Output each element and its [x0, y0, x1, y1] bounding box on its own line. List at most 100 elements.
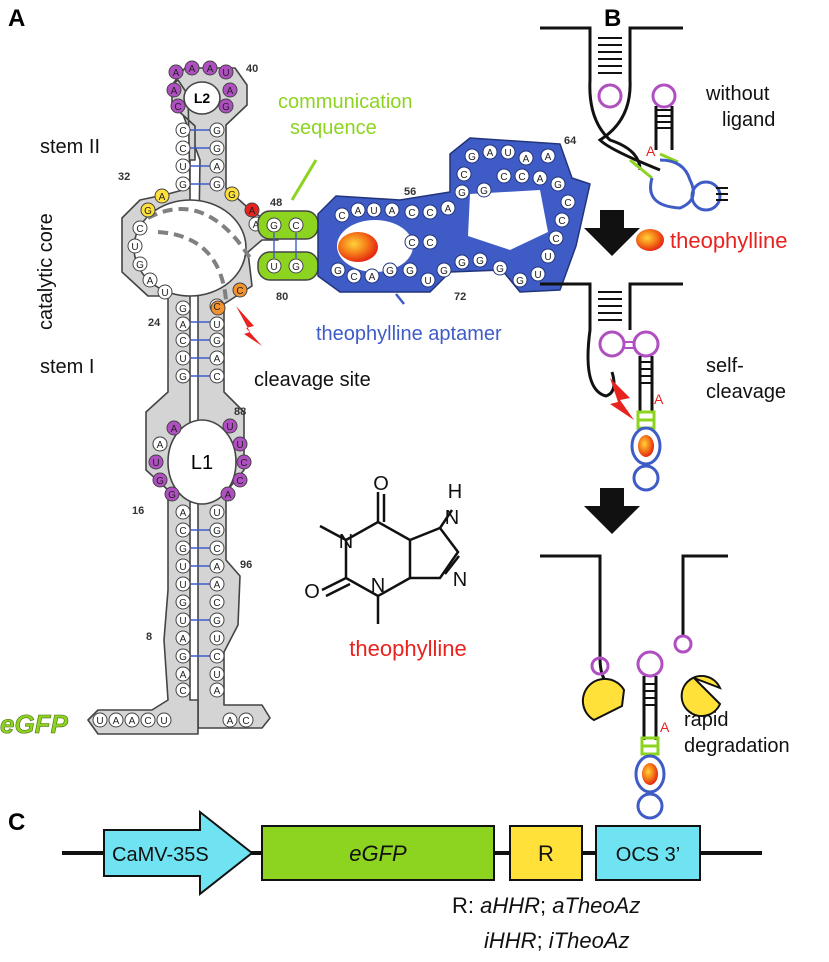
svg-text:A: A — [227, 86, 234, 97]
label-without-1: without — [705, 83, 770, 105]
ribozyme-legend-2: iHHR; iTheoAz — [484, 928, 630, 953]
svg-text:C: C — [426, 238, 433, 249]
svg-text:C: C — [179, 126, 186, 137]
svg-text:G: G — [179, 652, 187, 663]
svg-text:G: G — [144, 206, 152, 217]
atom-n-bottom: N — [371, 575, 385, 597]
svg-text:G: G — [458, 258, 466, 269]
svg-text:C: C — [242, 716, 249, 727]
promoter-arrow — [103, 809, 254, 897]
svg-text:G: G — [179, 304, 187, 315]
svg-text:U: U — [161, 288, 168, 299]
svg-text:G: G — [554, 180, 562, 191]
svg-text:A: A — [545, 152, 552, 163]
svg-text:A: A — [214, 162, 221, 173]
svg-text:U: U — [152, 458, 159, 469]
ribozyme-legend-1: R: aHHR; aTheoAz — [452, 893, 640, 918]
terminator-box — [595, 825, 701, 881]
svg-text:U: U — [179, 580, 186, 591]
label-cleavage-site: cleavage site — [254, 369, 371, 391]
svg-text:G: G — [222, 102, 230, 113]
label-catalytic-core: catalytic core — [35, 213, 57, 330]
svg-text:A: A — [445, 204, 452, 215]
svg-text:A: A — [214, 686, 221, 697]
arrow-down-icon-2 — [584, 488, 640, 534]
loop-l2 — [183, 81, 221, 115]
stem-base-pairs — [186, 129, 214, 657]
svg-text:C: C — [426, 208, 433, 219]
svg-text:C: C — [552, 234, 559, 245]
svg-text:G: G — [213, 180, 221, 191]
svg-text:U: U — [534, 270, 541, 281]
svg-text:A: A — [180, 670, 187, 681]
svg-text:A: A — [159, 192, 166, 203]
svg-text:C: C — [179, 526, 186, 537]
svg-text:A: A — [389, 206, 396, 217]
svg-text:U: U — [544, 252, 551, 263]
svg-text:U: U — [213, 508, 220, 519]
svg-text:U: U — [213, 670, 220, 681]
label-degradation-1: rapid — [684, 709, 728, 731]
pos-32: 32 — [118, 171, 130, 183]
svg-text:A: A — [173, 68, 180, 79]
svg-text:A: A — [113, 716, 120, 727]
label-egfp: eGFP — [0, 709, 69, 739]
label-gene: eGFP — [349, 841, 407, 866]
svg-text:U: U — [424, 276, 431, 287]
pos-80: 80 — [276, 291, 288, 303]
atom-nh: N — [445, 507, 459, 529]
svg-text:U: U — [270, 262, 277, 273]
exonuclease-icon-2 — [680, 675, 722, 717]
pos-56: 56 — [404, 186, 416, 198]
svg-text:G: G — [213, 336, 221, 347]
pos-64: 64 — [564, 135, 577, 147]
svg-text:U: U — [504, 148, 511, 159]
ribozyme-box — [509, 825, 583, 881]
svg-text:G: G — [468, 152, 476, 163]
svg-text:G: G — [476, 256, 484, 267]
label-stem-i: stem I — [40, 356, 94, 378]
svg-text:C: C — [408, 238, 415, 249]
svg-text:C: C — [460, 170, 467, 181]
base-a-2: A — [654, 391, 664, 407]
svg-text:A: A — [214, 354, 221, 365]
label-ribozyme: R — [538, 841, 554, 866]
svg-text:G: G — [292, 262, 300, 273]
svg-text:G: G — [156, 476, 164, 487]
svg-text:U: U — [179, 562, 186, 573]
gene-box — [261, 825, 495, 881]
panel-label-b: B — [604, 5, 621, 32]
svg-text:G: G — [496, 264, 504, 275]
svg-text:C: C — [179, 686, 186, 697]
svg-text:G: G — [458, 188, 466, 199]
exonuclease-icon-1 — [581, 677, 626, 722]
svg-text:C: C — [213, 372, 220, 383]
svg-text:C: C — [236, 286, 243, 297]
svg-text:A: A — [355, 206, 362, 217]
svg-text:A: A — [171, 86, 178, 97]
svg-text:G: G — [386, 266, 394, 277]
svg-text:A: A — [537, 174, 544, 185]
svg-text:C: C — [174, 102, 181, 113]
svg-text:C: C — [518, 172, 525, 183]
atom-o-left: O — [304, 581, 320, 603]
svg-text:U: U — [179, 162, 186, 173]
ribozyme-backbone — [171, 67, 279, 729]
svg-text:A: A — [180, 320, 187, 331]
svg-text:C: C — [179, 336, 186, 347]
svg-text:C: C — [338, 211, 345, 222]
theophylline-ligand — [338, 232, 378, 262]
svg-text:A: A — [147, 276, 154, 287]
svg-text:G: G — [168, 490, 176, 501]
svg-text:A: A — [207, 64, 214, 75]
svg-text:G: G — [213, 126, 221, 137]
svg-text:C: C — [292, 221, 299, 232]
svg-text:U: U — [179, 616, 186, 627]
svg-text:C: C — [240, 458, 247, 469]
pos-88: 88 — [234, 406, 246, 418]
pos-40: 40 — [246, 63, 258, 75]
svg-text:A: A — [157, 440, 164, 451]
